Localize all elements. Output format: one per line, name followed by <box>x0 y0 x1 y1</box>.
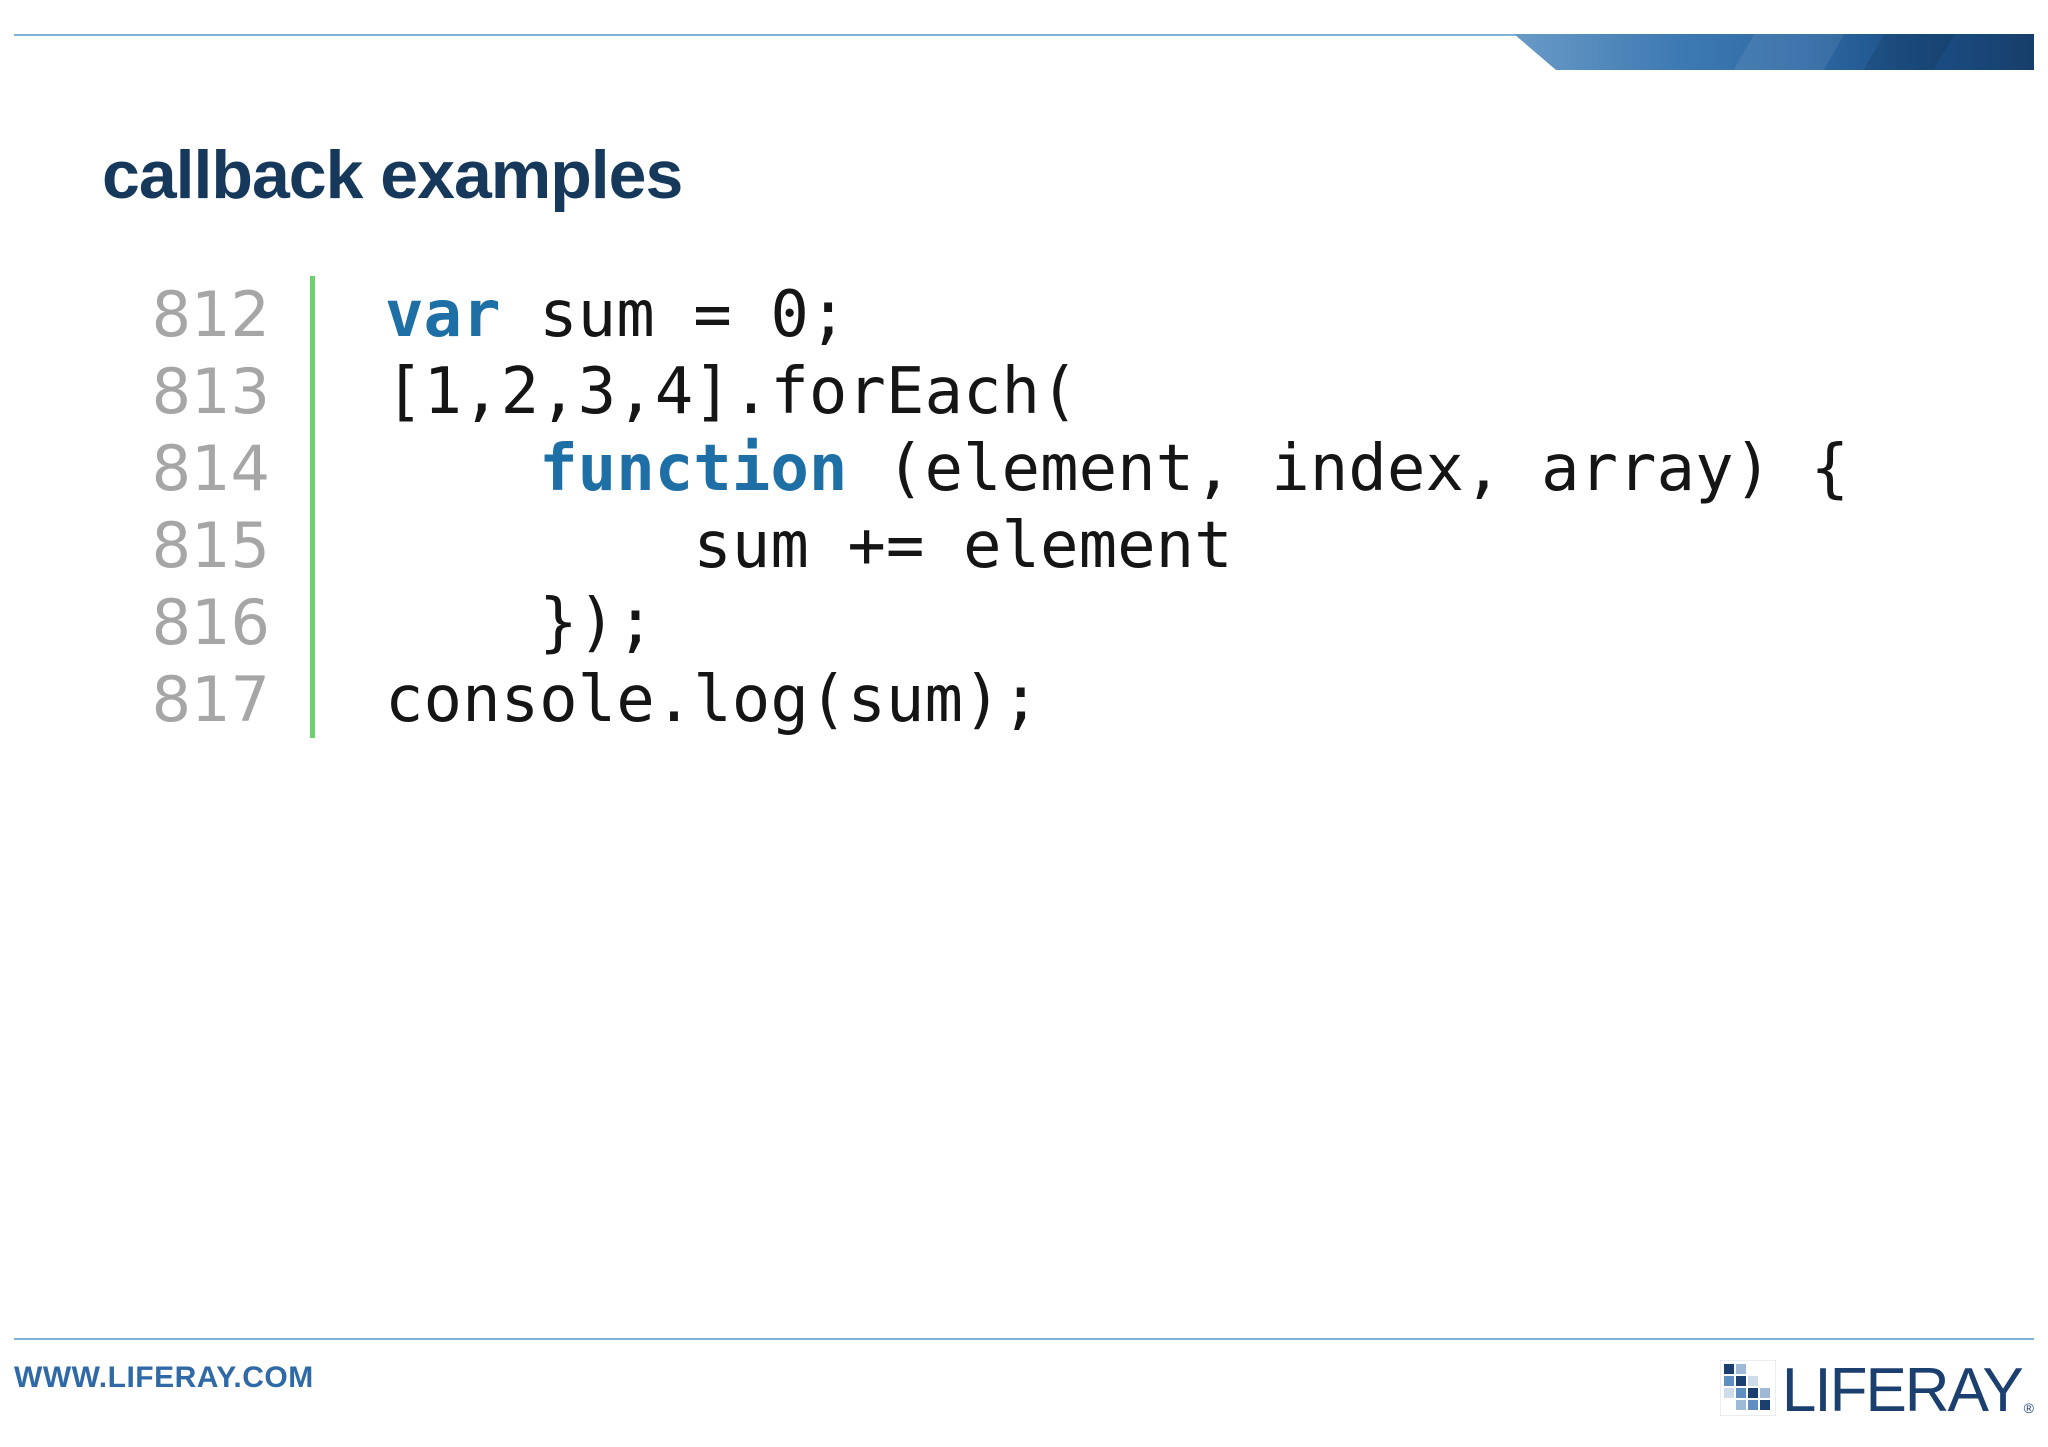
slide-title: callback examples <box>102 137 683 213</box>
code-keyword: var <box>385 277 501 352</box>
code-content: sum = 0; <box>500 277 848 352</box>
code-gutter <box>310 507 315 584</box>
code-keyword: function <box>539 431 848 506</box>
code-gutter <box>310 430 315 507</box>
line-number: 816 <box>151 586 270 659</box>
code-content: (element, index, array) { <box>847 431 1850 506</box>
liferay-logo: LIFERAY ® <box>1719 1356 2034 1425</box>
code-text: console.log(sum); <box>315 663 1040 737</box>
code-line: 813 [1,2,3,4].forEach( <box>150 353 1910 430</box>
code-content: console.log(sum); <box>385 662 1041 737</box>
code-gutter <box>310 584 315 661</box>
code-text: var sum = 0; <box>315 278 847 352</box>
code-gutter <box>310 353 315 430</box>
code-content: sum += element <box>693 508 1233 583</box>
liferay-logo-icon <box>1719 1360 1776 1416</box>
code-gutter <box>310 661 315 738</box>
code-text: sum += element <box>315 508 1233 583</box>
liferay-logo-wordmark: LIFERAY <box>1781 1356 2024 1425</box>
line-number: 815 <box>151 509 270 582</box>
top-divider-line <box>14 34 1520 36</box>
registered-mark: ® <box>2023 1400 2034 1416</box>
code-text: [1,2,3,4].forEach( <box>315 355 1079 429</box>
code-line: 812 var sum = 0; <box>150 276 1910 353</box>
line-number: 814 <box>151 432 270 505</box>
code-line: 817 console.log(sum); <box>150 661 1910 738</box>
line-number: 817 <box>151 663 270 736</box>
code-text: }); <box>315 586 655 660</box>
code-line: 815 sum += element <box>150 507 1910 584</box>
code-line: 814 function (element, index, array) { <box>150 430 1910 507</box>
bottom-divider-line <box>14 1338 2034 1340</box>
footer-url-link[interactable]: WWW.LIFERAY.COM <box>14 1361 314 1394</box>
code-content: }); <box>539 585 655 660</box>
code-block: 812 var sum = 0; 813 [1,2,3,4].forEach( … <box>150 276 1910 738</box>
code-line: 816 }); <box>150 584 1910 661</box>
code-gutter <box>310 276 315 353</box>
code-text: function (element, index, array) { <box>315 432 1849 506</box>
line-number: 812 <box>151 278 270 351</box>
code-content: [1,2,3,4].forEach( <box>385 354 1079 429</box>
line-number: 813 <box>151 355 270 428</box>
header-decorative-band <box>1514 34 2034 70</box>
